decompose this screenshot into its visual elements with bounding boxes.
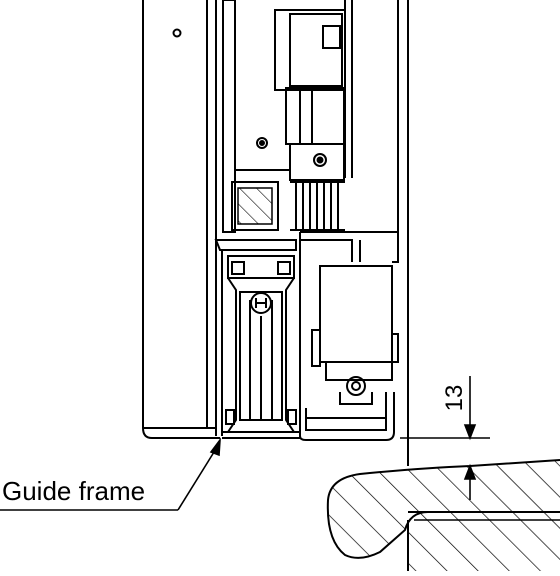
roller-unit <box>311 265 399 405</box>
side-profile <box>299 231 399 420</box>
floor-base <box>407 511 560 571</box>
guide-frame-label: Guide frame <box>2 476 145 506</box>
door-leaf <box>142 0 220 439</box>
carriage-mechanism <box>222 0 346 233</box>
callout-leader <box>0 437 221 511</box>
toothed-rail <box>290 181 345 231</box>
guide-frame <box>214 239 301 439</box>
screw-icon <box>172 28 182 38</box>
bottom-track <box>299 392 395 441</box>
hatched-profile <box>231 181 279 231</box>
dimension-13 <box>400 376 490 500</box>
dimension-label: 13 <box>441 385 468 412</box>
